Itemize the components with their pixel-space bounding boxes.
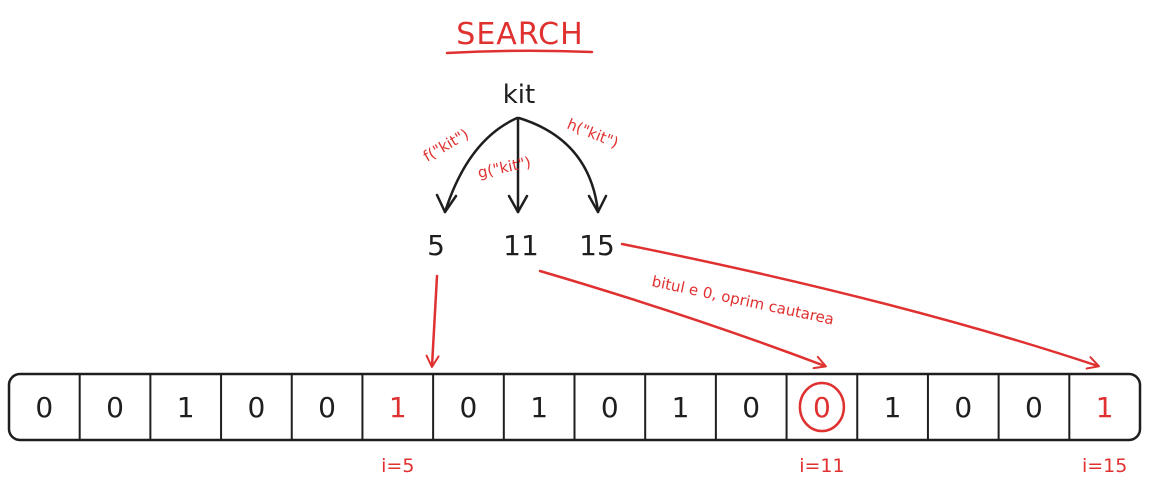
hash-result-g: 11: [503, 229, 539, 262]
key-word: kit: [503, 80, 535, 110]
bit-cell-14: 0: [1025, 391, 1043, 424]
bit-cell-2: 1: [177, 391, 195, 424]
bit-cell-5: 1: [389, 391, 407, 424]
hash-branch-g-head: [507, 194, 529, 214]
bit-cell-10: 0: [742, 391, 760, 424]
pointer-arrow-5: [425, 274, 440, 368]
index-label-15: i=15: [1082, 455, 1127, 477]
index-label-5: i=5: [381, 455, 414, 477]
hash-label-h: h("kit"): [565, 115, 622, 152]
pointer-arrow-11: [538, 269, 827, 370]
bit-cell-11: 0: [813, 391, 831, 424]
hash-label-g: g("kit"): [476, 153, 532, 182]
bit-cell-9: 1: [672, 391, 690, 424]
index-labels: i=5 i=11 i=15: [381, 455, 1127, 477]
hash-result-h: 15: [579, 229, 615, 262]
index-label-11: i=11: [799, 455, 844, 477]
pointer-arrow-15: [620, 242, 1100, 370]
diagram-title: SEARCH: [456, 17, 583, 52]
bit-cell-7: 1: [530, 391, 548, 424]
hash-branch-f-head: [435, 193, 458, 214]
bit-cells: 0 0 1 0 0 1 0 1 0 1 0 0 1 0 0 1: [35, 374, 1114, 440]
circled-bit-marker: [798, 381, 846, 433]
hash-branch-f: [443, 116, 519, 214]
hash-branch-h: [517, 116, 600, 214]
bit-cell-13: 0: [954, 391, 972, 424]
bit-cell-0: 0: [35, 391, 53, 424]
stop-note: bitul e 0, oprim cautarea: [650, 272, 835, 328]
bit-cell-15: 1: [1096, 391, 1114, 424]
bit-cell-12: 1: [884, 391, 902, 424]
bit-cell-8: 0: [601, 391, 619, 424]
hash-branch-h-head: [587, 194, 608, 214]
hash-label-f: f("kit"): [420, 125, 472, 165]
title-underline: [445, 49, 594, 55]
bit-cell-4: 0: [318, 391, 336, 424]
hash-result-f: 5: [427, 229, 445, 262]
bit-cell-3: 0: [247, 391, 265, 424]
bit-cell-6: 0: [460, 391, 478, 424]
bit-cell-1: 0: [106, 391, 124, 424]
